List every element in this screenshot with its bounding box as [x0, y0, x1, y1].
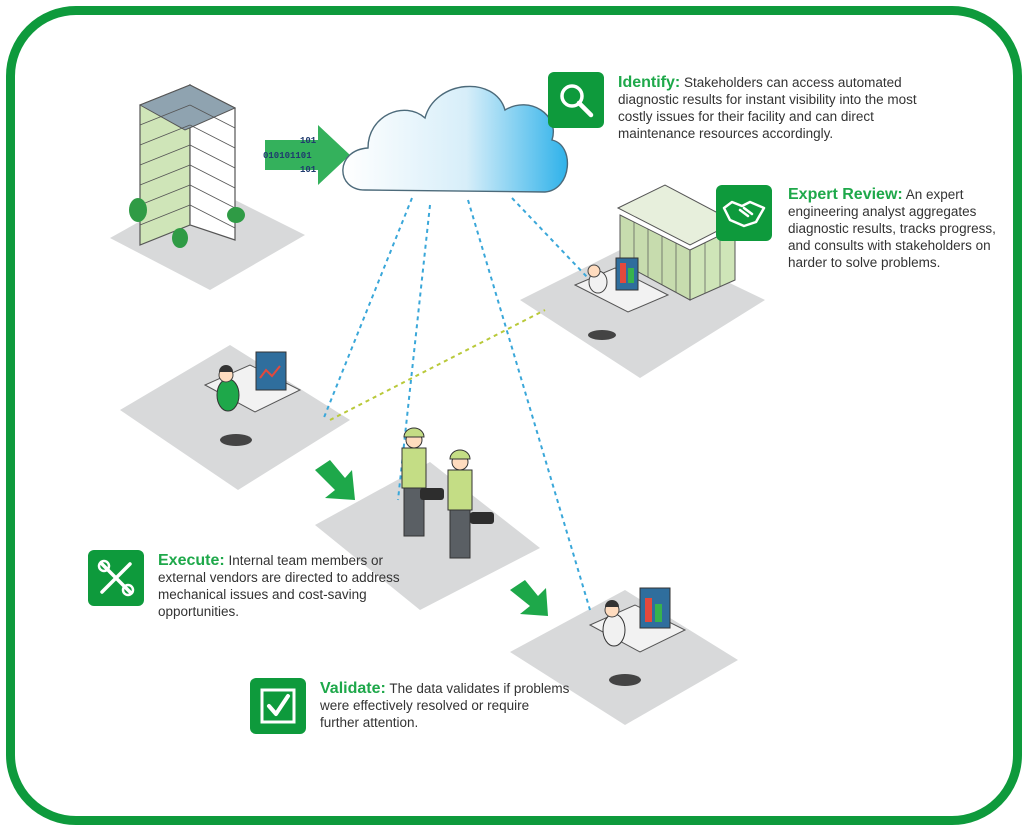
binary-row-3: 101	[300, 165, 317, 175]
expert-analyst-figure	[573, 257, 670, 340]
tools-icon	[97, 559, 135, 597]
expert-review-text: Expert Review: An expert engineering ana…	[788, 186, 1020, 271]
operator-figure	[203, 351, 302, 446]
expert-review-body: An expert engineering analyst aggregates…	[788, 187, 996, 270]
data-upload-arrow: 101 010101101 101	[263, 125, 350, 185]
validate-body: The data validates if problems were effe…	[320, 681, 570, 730]
binary-row-1: 101	[300, 136, 317, 146]
handshake-icon	[722, 200, 766, 228]
validate-icon-box	[250, 678, 306, 734]
operator-tile	[120, 345, 350, 490]
validator-figure	[588, 587, 687, 686]
identify-icon-box	[548, 72, 604, 128]
cloud-connection-lines	[322, 197, 591, 611]
flow-arrow-1	[315, 460, 355, 500]
execute-icon-box	[88, 550, 144, 606]
expert-review-icon-box	[716, 185, 772, 241]
identify-title: Identify:	[618, 74, 681, 91]
identify-body: Stakeholders can access automated diagno…	[618, 75, 917, 141]
binary-row-2: 010101101	[263, 151, 312, 161]
magnifier-icon	[560, 84, 594, 118]
technician-tile	[315, 462, 540, 610]
execute-text: Execute: Internal team members or extern…	[158, 552, 418, 620]
field-technicians-figure	[401, 427, 494, 559]
validate-text: Validate: The data validates if problems…	[320, 680, 570, 731]
execute-title: Execute:	[158, 552, 225, 569]
expert-review-title: Expert Review:	[788, 186, 903, 203]
validate-title: Validate:	[320, 680, 386, 697]
validator-tile	[510, 590, 738, 725]
operator-expert-link	[329, 309, 546, 421]
checkbox-icon	[260, 688, 296, 724]
execute-body: Internal team members or external vendor…	[158, 553, 400, 619]
building-icon	[129, 84, 245, 248]
cloud-icon	[342, 85, 568, 193]
flow-arrow-2	[510, 580, 548, 616]
identify-text: Identify: Stakeholders can access automa…	[618, 74, 948, 142]
